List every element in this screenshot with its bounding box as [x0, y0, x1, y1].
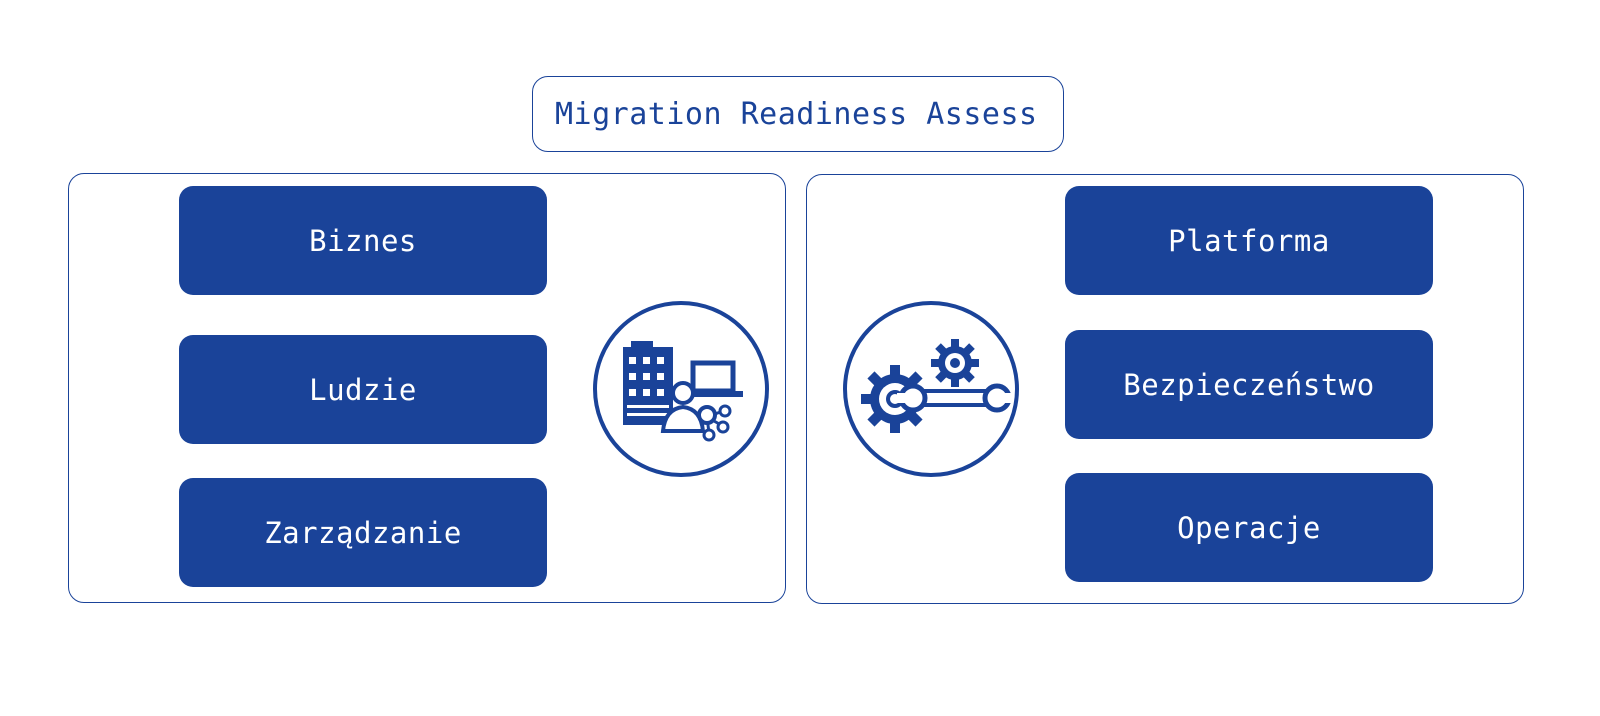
- biznes-button[interactable]: Biznes: [179, 186, 547, 295]
- right-perspectives-panel: Platforma Bezpieczeństwo Operacje: [806, 174, 1524, 604]
- operacje-label: Operacje: [1177, 510, 1321, 545]
- operacje-button[interactable]: Operacje: [1065, 473, 1433, 582]
- gears-wrench-icon-graphic: [861, 339, 1013, 433]
- zarzadzanie-label: Zarządzanie: [264, 515, 462, 550]
- bezpieczenstwo-label: Bezpieczeństwo: [1123, 367, 1375, 402]
- platforma-button[interactable]: Platforma: [1065, 186, 1433, 295]
- page-title: Migration Readiness Assess: [532, 76, 1064, 152]
- ludzie-button[interactable]: Ludzie: [179, 335, 547, 444]
- ludzie-label: Ludzie: [309, 372, 417, 407]
- left-perspectives-panel: Biznes Ludzie Zarządzanie: [68, 173, 786, 603]
- business-people-icon-graphic: [623, 341, 743, 442]
- gears-wrench-icon: [843, 301, 1019, 477]
- zarzadzanie-button[interactable]: Zarządzanie: [179, 478, 547, 587]
- page-title-text: Migration Readiness Assess: [555, 96, 1038, 132]
- biznes-label: Biznes: [309, 223, 417, 258]
- business-people-icon: [593, 301, 769, 477]
- platforma-label: Platforma: [1168, 223, 1330, 258]
- bezpieczenstwo-button[interactable]: Bezpieczeństwo: [1065, 330, 1433, 439]
